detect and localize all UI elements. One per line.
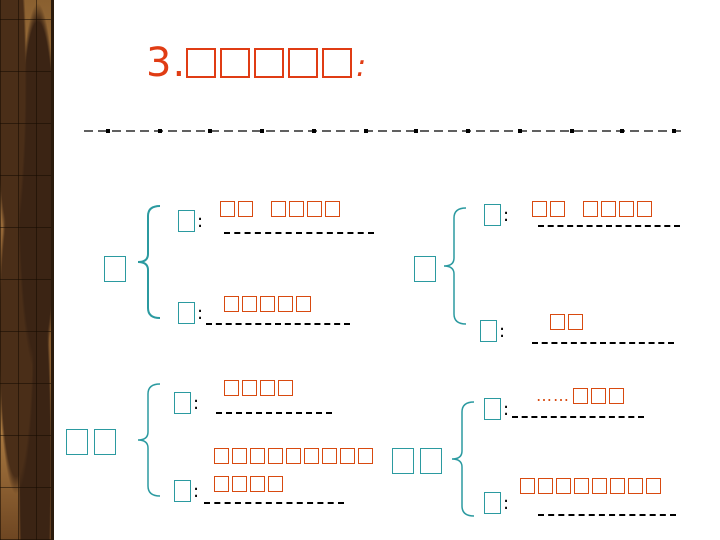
answer-blank	[206, 323, 350, 325]
answer-text	[532, 201, 652, 217]
heading-glyph-box	[94, 429, 116, 455]
heading-glyph-box	[104, 256, 126, 282]
heading-glyph-box	[392, 448, 414, 474]
divider-dashed	[84, 128, 684, 133]
title-glyph-box	[254, 48, 285, 78]
answer-blank	[538, 514, 676, 516]
page-title: 3.:	[146, 40, 367, 86]
brace-icon	[137, 383, 161, 497]
label-glyph-box	[484, 398, 501, 420]
heading-glyph-box	[414, 256, 436, 282]
heading-glyph-box	[66, 429, 88, 455]
label-glyph-box	[174, 392, 191, 414]
title-glyph-box	[322, 48, 353, 78]
answer-text	[220, 201, 340, 217]
answer-blank	[532, 342, 674, 344]
item-label: :	[178, 210, 203, 232]
label-glyph-box	[484, 204, 501, 226]
decorative-sidebar	[0, 0, 54, 540]
group-heading-bottom-left	[66, 429, 116, 455]
answer-blank	[224, 232, 374, 234]
answer-blank	[204, 502, 344, 504]
label-glyph-box	[178, 210, 195, 232]
sidebar-grid	[0, 0, 54, 540]
label-glyph-box	[484, 492, 501, 514]
item-label: :	[480, 320, 505, 342]
item-label: :	[174, 480, 199, 502]
title-colon: :	[356, 49, 368, 84]
label-glyph-box	[178, 302, 195, 324]
group-heading-bottom-right	[392, 448, 442, 474]
label-glyph-box	[480, 320, 497, 342]
group-heading-top-right	[414, 256, 436, 282]
sidebar-edge	[51, 0, 54, 540]
answer-text	[224, 380, 293, 396]
answer-blank	[538, 225, 680, 227]
answer-text	[224, 296, 311, 312]
brace-icon	[451, 401, 475, 517]
title-glyph-box	[186, 48, 217, 78]
item-label: :	[484, 204, 509, 226]
group-heading-top-left	[104, 256, 126, 282]
item-label: :	[484, 492, 509, 514]
answer-blank	[512, 416, 644, 418]
item-label: :	[174, 392, 199, 414]
heading-glyph-box	[420, 448, 442, 474]
title-glyph-box	[220, 48, 251, 78]
answer-text	[214, 476, 283, 492]
label-glyph-box	[174, 480, 191, 502]
answer-text	[550, 314, 583, 330]
brace-icon	[443, 207, 467, 325]
answer-text	[214, 448, 373, 464]
title-glyph-box	[288, 48, 319, 78]
brace-icon	[137, 205, 161, 319]
item-label: :	[484, 398, 509, 420]
answer-blank	[216, 412, 332, 414]
item-label: :	[178, 302, 203, 324]
title-number: 3.	[146, 40, 187, 86]
answer-text: ……	[536, 386, 624, 405]
answer-text	[520, 478, 661, 494]
